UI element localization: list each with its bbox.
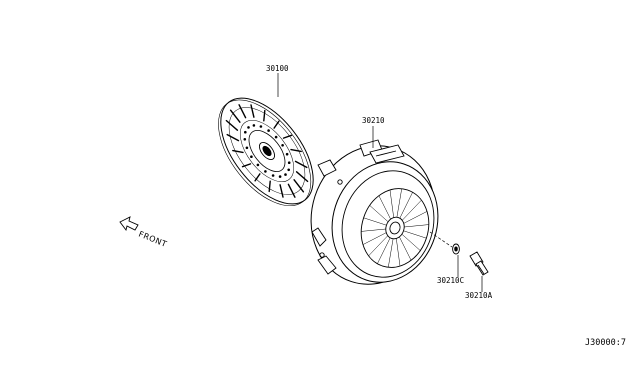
disc-rivet xyxy=(264,170,267,173)
spring-finger xyxy=(377,237,391,264)
disc-rivet xyxy=(245,146,249,150)
disc-slot xyxy=(287,183,296,198)
spring-finger xyxy=(403,211,428,224)
spring-finger xyxy=(363,217,387,226)
spring-finger xyxy=(368,235,388,256)
disc-rivet xyxy=(256,163,260,167)
disc-rivet xyxy=(250,155,253,158)
disc-slot xyxy=(241,163,252,168)
disc-slot xyxy=(263,109,266,122)
disc-slot xyxy=(229,109,241,123)
disc-slot xyxy=(279,184,284,198)
disc-rivet xyxy=(243,138,247,141)
disc-rivet xyxy=(281,144,284,147)
disc-slot xyxy=(290,148,302,153)
disc-slot xyxy=(273,120,280,129)
disc-slot xyxy=(254,173,261,182)
part-number-30210c: 30210C xyxy=(437,276,464,285)
disc-rivet xyxy=(244,130,247,134)
disc-slot xyxy=(295,171,309,183)
disc-slot xyxy=(294,160,308,169)
spring-finger xyxy=(361,228,386,232)
leader-lines xyxy=(277,73,483,292)
spring-finger xyxy=(378,195,391,220)
part-number-30100: 30100 xyxy=(266,64,289,73)
front-label: FRONT xyxy=(137,230,168,250)
spring-finger xyxy=(399,236,412,261)
spring-finger xyxy=(399,192,413,219)
clutch-disc[interactable] xyxy=(200,82,331,222)
part-number-30210: 30210 xyxy=(362,116,385,125)
disc-rivet xyxy=(252,124,256,127)
disc-slot xyxy=(232,149,244,154)
spring-finger xyxy=(369,205,389,222)
bolt[interactable] xyxy=(469,251,489,276)
disc-slot xyxy=(226,133,240,142)
spring-finger xyxy=(389,189,394,218)
diagram-reference-code: J30000:7 xyxy=(585,338,626,348)
spring-finger xyxy=(362,232,387,245)
clutch-cover[interactable] xyxy=(293,130,453,301)
disc-rivet xyxy=(259,125,263,128)
spring-finger xyxy=(403,230,427,239)
spring-finger xyxy=(396,188,402,218)
disc-rivet xyxy=(247,126,250,129)
disc-rivet xyxy=(274,135,278,139)
disc-slot xyxy=(238,104,247,119)
disc-rivet xyxy=(284,173,287,176)
disc-slot xyxy=(293,179,305,193)
disc-rivet xyxy=(285,152,289,156)
spring-finger xyxy=(401,234,421,251)
disc-slot xyxy=(282,134,293,139)
disc-slot xyxy=(250,104,255,118)
disc-slot xyxy=(268,180,271,193)
spring-finger xyxy=(396,238,401,267)
front-arrow-icon xyxy=(119,216,139,232)
spring-finger xyxy=(404,224,429,228)
part-number-30210a: 30210A xyxy=(465,291,493,300)
washer[interactable] xyxy=(452,243,460,255)
disc-slot xyxy=(225,119,239,131)
disc-rivet xyxy=(278,175,282,178)
spring-finger xyxy=(402,200,422,221)
spring-finger xyxy=(388,238,394,268)
disc-rivet xyxy=(271,174,275,177)
disc-rivet xyxy=(267,129,270,132)
disc-rivet xyxy=(287,168,291,172)
disc-rivet xyxy=(287,161,291,164)
